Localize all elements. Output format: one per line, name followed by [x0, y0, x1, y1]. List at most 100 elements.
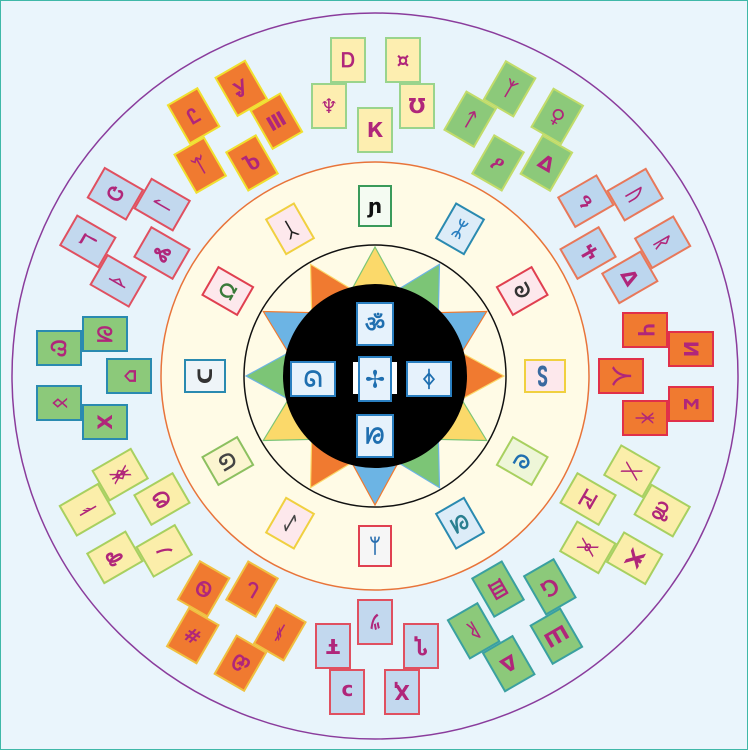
center-card-bottom: ᘙ — [356, 414, 394, 458]
glyph-symbol: ↄ — [341, 680, 353, 704]
card-face — [495, 435, 549, 487]
outer-card: ᚢ — [606, 167, 665, 222]
center-card-right: ᛄ — [406, 361, 452, 397]
card-face — [446, 601, 501, 660]
card-face — [201, 435, 255, 487]
outer-card: Ⴚ — [522, 557, 577, 616]
outer-card: ᚱ — [446, 601, 501, 660]
inner-card: ᛇ — [264, 496, 316, 550]
outer-card: Δ — [481, 634, 536, 693]
card-face — [358, 185, 392, 227]
outer-card: 目 — [470, 560, 526, 618]
card-face — [470, 134, 526, 192]
glyph-symbol: Ⴂ — [414, 634, 428, 658]
outer-card: Ꮻ — [176, 559, 231, 618]
glyph-symbol: Ҳ — [394, 680, 410, 704]
outer-card: Ꮬ — [133, 225, 191, 281]
card-face — [524, 359, 566, 393]
outer-card: ᛡ — [622, 400, 668, 436]
outer-card: Ꮘ — [85, 530, 144, 585]
outer-card: ൻ — [633, 483, 692, 538]
outer-card: Ⴗ — [622, 312, 668, 348]
card-face — [622, 400, 668, 436]
card-face — [86, 166, 145, 221]
outer-card: ﾂ — [357, 599, 393, 645]
card-face — [89, 253, 148, 308]
card-face — [133, 471, 191, 527]
card-face — [399, 83, 435, 129]
outer-card: ⵝ — [82, 404, 128, 440]
card-face — [329, 669, 365, 715]
card-face — [290, 361, 336, 397]
card-face — [201, 265, 255, 317]
inner-card: ᘎ — [201, 435, 255, 487]
glyph-symbol: ᛡ — [633, 412, 657, 424]
card-face — [224, 560, 280, 618]
glyph-symbol: ᛄ — [422, 368, 435, 393]
glyph-symbol: ॐ — [365, 313, 385, 338]
glyph-symbol: Ꮗ — [47, 339, 71, 357]
outer-card: ᛠ — [173, 136, 228, 195]
glyph-symbol: ᛦ — [369, 534, 381, 558]
card-face — [165, 606, 220, 665]
outer-card: ♆ — [311, 83, 347, 129]
card-face — [403, 623, 439, 669]
card-face — [330, 37, 366, 83]
card-face — [668, 331, 714, 367]
outer-card: ᛉ — [482, 59, 537, 118]
card-face — [82, 404, 128, 440]
glyph-symbol: Ꭰ — [341, 48, 355, 72]
inner-card: ᛦ — [358, 525, 392, 567]
outer-card: Ꮿ — [213, 634, 268, 693]
outer-card: ヱ — [559, 471, 617, 527]
card-face — [264, 496, 316, 550]
card-face — [495, 265, 549, 317]
outer-card: ⵍ — [668, 331, 714, 367]
card-face — [249, 92, 304, 151]
outer-card: ⌂ — [106, 358, 152, 394]
outer-card: ᛟ — [36, 385, 82, 421]
card-face — [385, 37, 421, 83]
outer-card: ᚱ — [633, 215, 692, 270]
card-face — [668, 386, 714, 422]
glyph-symbol: ⵝ — [93, 414, 117, 430]
card-face — [434, 202, 486, 256]
card-face — [559, 471, 617, 527]
outer-card: ℸ — [58, 214, 117, 269]
outer-card: ᘂ — [224, 560, 280, 618]
card-face — [357, 599, 393, 645]
glyph-symbol: ⵉ — [679, 397, 703, 411]
card-face — [315, 623, 351, 669]
glyph-symbol: ᑕ — [193, 368, 217, 384]
outer-card: ᘗ — [82, 316, 128, 352]
card-face — [530, 87, 585, 146]
outer-card: Ꮼ — [133, 471, 191, 527]
inner-card: ᔕ — [524, 359, 566, 393]
glyph-symbol: ⵍ — [679, 341, 703, 358]
inner-card: ᘐ — [495, 265, 549, 317]
outer-card: ᚷ — [602, 444, 661, 499]
card-face — [36, 385, 82, 421]
center-card-middle: ✢ — [358, 356, 392, 402]
card-face — [133, 177, 192, 232]
card-face — [214, 59, 269, 118]
outer-card: Ꮍ — [214, 59, 269, 118]
card-face — [558, 520, 617, 575]
glyph-symbol: ♆ — [320, 94, 338, 118]
card-face — [357, 107, 393, 153]
card-face — [559, 225, 617, 281]
outer-card: Ⴂ — [403, 623, 439, 669]
outer-card: ᛚ — [133, 177, 192, 232]
card-face — [605, 531, 664, 586]
outer-card: 人 — [598, 358, 644, 394]
glyph-symbol: Ŧ — [326, 634, 340, 658]
outer-card: ᛤ — [91, 447, 150, 502]
inner-card: ɲ — [358, 185, 392, 227]
card-face — [434, 496, 486, 550]
card-face — [633, 215, 692, 270]
glyph-symbol: ɲ — [367, 194, 382, 218]
inner-card: ᛯ — [434, 202, 486, 256]
outer-card: ♀ — [530, 87, 585, 146]
card-face — [519, 134, 574, 193]
